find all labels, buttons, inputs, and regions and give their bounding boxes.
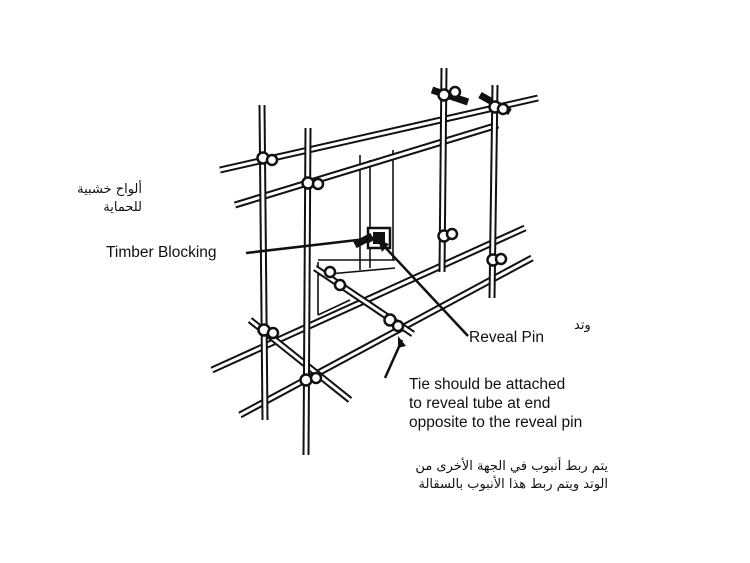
label-timber-blocking: Timber Blocking	[106, 244, 217, 261]
arabic-tie-note-line-1: يتم ربط أنبوب في الجهة الأخرى من	[415, 459, 608, 474]
arabic-timber-note-line-2: للحماية	[103, 200, 142, 215]
leader-lines	[245, 235, 469, 379]
arabic-tie-note-line-2: الوتد ويتم ربط هذا الأنبوب بالسقالة	[418, 477, 608, 492]
tie-note-line-2: to reveal tube at end	[409, 395, 551, 412]
arabic-timber-note: ألواح خشبية للحماية	[38, 181, 142, 217]
label-tie-note: Tie should be attached to reveal tube at…	[409, 375, 669, 432]
label-reveal-pin: Reveal Pin	[469, 329, 544, 346]
arabic-tie-note: يتم ربط أنبوب في الجهة الأخرى من الوتد و…	[368, 458, 608, 494]
arabic-pin-note: وتد	[574, 318, 591, 333]
couplers	[256, 85, 510, 387]
tie-note-line-3: opposite to the reveal pin	[409, 414, 583, 431]
arabic-timber-note-line-1: ألواح خشبية	[77, 182, 142, 197]
tie-note-line-1: Tie should be attached	[409, 376, 566, 393]
